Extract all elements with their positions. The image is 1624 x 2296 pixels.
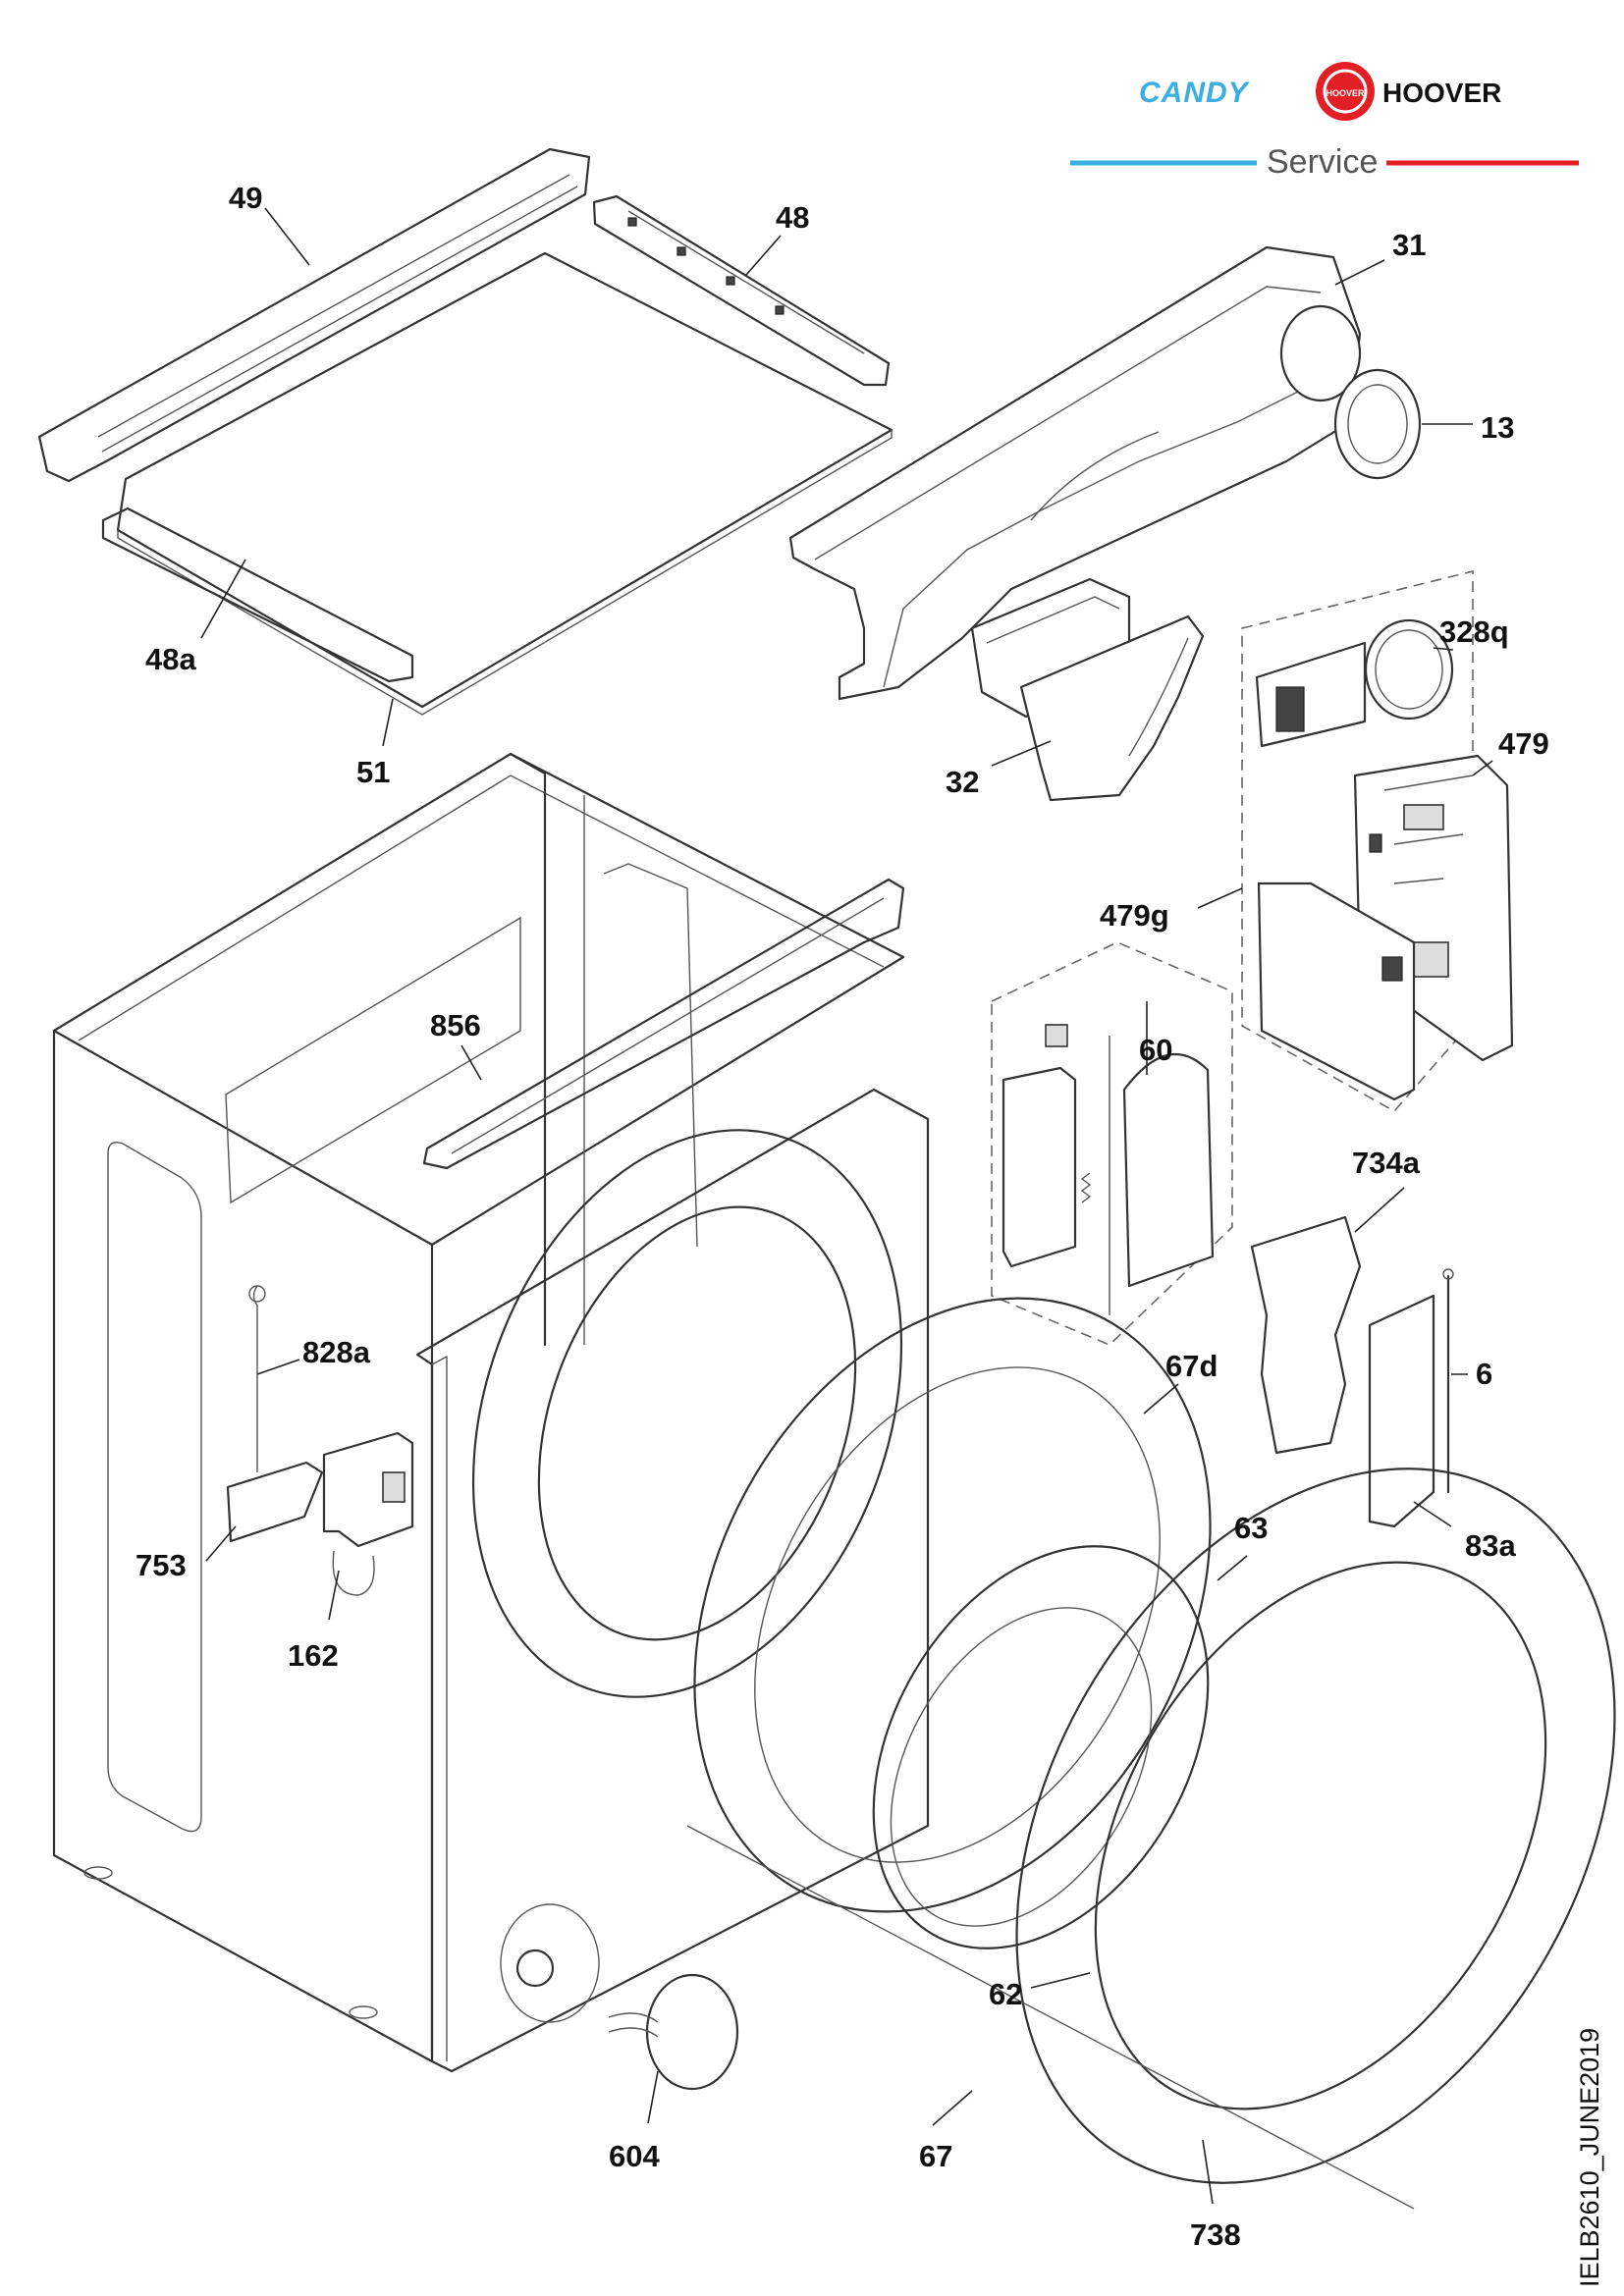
label-479g: 479g bbox=[1100, 898, 1169, 933]
part-63-shape bbox=[872, 1545, 1210, 1949]
pcb-assembly-479g bbox=[1241, 569, 1514, 1113]
part-162-shape bbox=[322, 1431, 414, 1548]
part-604-shape bbox=[645, 1973, 739, 2091]
side-recess bbox=[107, 1142, 202, 1833]
hinge-assembly-60 bbox=[991, 941, 1233, 1346]
part-48a-shape bbox=[101, 507, 414, 683]
label-828a: 828a bbox=[302, 1335, 371, 1369]
label-856: 856 bbox=[430, 1008, 481, 1042]
document-code: IELB2610_JUNE2019 bbox=[1575, 2028, 1604, 2287]
label-60: 60 bbox=[1139, 1033, 1172, 1067]
part-49-shape bbox=[37, 147, 591, 483]
part-62-shape bbox=[890, 1607, 1153, 1927]
porthole-outer bbox=[471, 1129, 903, 1698]
hoover-badge-text: HOOVER bbox=[1326, 88, 1365, 98]
brand-header: CANDY HOOVER HOOVER Service bbox=[1070, 62, 1579, 181]
label-738: 738 bbox=[1190, 2217, 1241, 2252]
part-828a-shape bbox=[252, 1285, 258, 1472]
part-51-shape bbox=[116, 251, 893, 709]
label-6: 6 bbox=[1476, 1357, 1492, 1391]
control-panel-assembly bbox=[788, 245, 1422, 802]
part-753-shape bbox=[226, 1461, 324, 1543]
porthole-inner bbox=[537, 1205, 857, 1641]
label-48a: 48a bbox=[145, 642, 196, 676]
label-63: 63 bbox=[1234, 1511, 1268, 1545]
label-734a: 734a bbox=[1352, 1146, 1421, 1180]
hoover-logo: HOOVER bbox=[1382, 78, 1501, 108]
door-assembly bbox=[608, 1297, 1616, 2210]
label-31: 31 bbox=[1392, 228, 1426, 262]
candy-logo: CANDY bbox=[1139, 77, 1251, 109]
part-83a-shape bbox=[1368, 1294, 1435, 1528]
part-738-shape bbox=[1015, 1468, 1616, 2184]
label-67d: 67d bbox=[1165, 1349, 1218, 1383]
leader-lines bbox=[200, 207, 1493, 2205]
label-13: 13 bbox=[1481, 410, 1514, 445]
label-67: 67 bbox=[919, 2139, 952, 2173]
hoover-logo-icon: HOOVER bbox=[1316, 62, 1375, 121]
part-328q-shape bbox=[1364, 618, 1454, 721]
label-604: 604 bbox=[609, 2139, 660, 2173]
cabinet-body bbox=[52, 752, 930, 2073]
label-51: 51 bbox=[356, 755, 390, 789]
front-panel bbox=[415, 1088, 930, 2073]
label-32: 32 bbox=[946, 765, 979, 799]
label-62: 62 bbox=[989, 1977, 1022, 2011]
part-479g-boundary bbox=[1241, 569, 1474, 1113]
label-479: 479 bbox=[1498, 726, 1549, 761]
label-48: 48 bbox=[776, 200, 809, 235]
part-31-shape bbox=[788, 245, 1362, 701]
label-328q: 328q bbox=[1439, 614, 1509, 649]
label-83a: 83a bbox=[1465, 1528, 1516, 1563]
top-cover-assembly bbox=[37, 147, 893, 716]
part-734a-shape bbox=[1250, 1215, 1362, 1455]
hinge-brackets bbox=[1250, 1215, 1454, 1528]
part-32-handle bbox=[1019, 614, 1205, 802]
part-48-shape bbox=[592, 194, 891, 387]
door-lock-group bbox=[226, 1285, 414, 1596]
label-49: 49 bbox=[229, 181, 262, 215]
part-labels: 49 48 31 13 48a 51 32 328q 479 479g 856 … bbox=[135, 181, 1549, 2252]
part-67d-shape bbox=[693, 1297, 1212, 1913]
label-753: 753 bbox=[135, 1548, 187, 1582]
service-label: Service bbox=[1267, 143, 1378, 181]
part-856-shape bbox=[422, 878, 905, 1170]
part-60-boundary bbox=[991, 941, 1233, 1346]
label-162: 162 bbox=[288, 1638, 339, 1673]
